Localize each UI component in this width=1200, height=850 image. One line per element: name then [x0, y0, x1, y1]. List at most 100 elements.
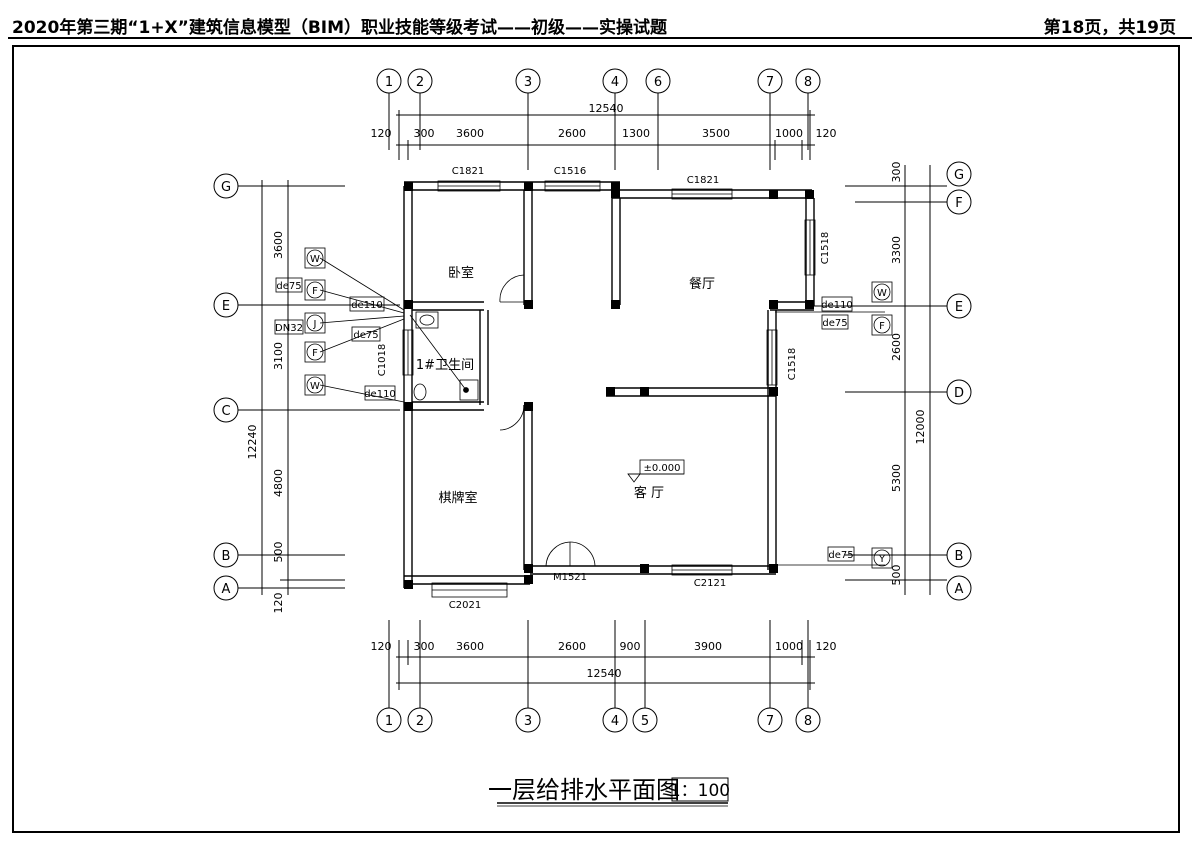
dim-right-total: 12000	[914, 410, 927, 445]
dim-bottom-5: 900	[620, 640, 641, 653]
header-rule	[8, 37, 1192, 39]
walls	[403, 181, 815, 588]
dim-top-4: 2600	[558, 127, 586, 140]
dim-left-5: 120	[272, 593, 285, 614]
dim-top-1: 120	[371, 127, 392, 140]
axis-label-right-g: G	[954, 168, 964, 183]
dim-top-total: 12540	[589, 102, 624, 115]
axis-label-right-d: D	[954, 386, 964, 401]
axis-label-bottom-1: 1	[385, 714, 393, 729]
door-m1521: M1521	[553, 572, 587, 583]
axis-label-right-b: B	[955, 549, 964, 564]
windows	[402, 180, 816, 598]
dim-left-4: 500	[272, 542, 285, 563]
pipe-tag-w1: W	[310, 254, 320, 265]
level-value: ±0.000	[643, 463, 680, 474]
dim-top-2: 300	[414, 127, 435, 140]
dim-bottom-8: 120	[816, 640, 837, 653]
axis-label-top-3: 3	[524, 75, 532, 90]
room-dining: 餐厅	[689, 276, 715, 292]
axis-label-bottom-2: 2	[416, 714, 424, 729]
dim-bottom-2: 300	[414, 640, 435, 653]
pipe-label-de75-b: de75	[353, 330, 378, 341]
axis-label-top-6: 6	[654, 75, 662, 90]
dim-top-6: 3500	[702, 127, 730, 140]
axis-label-right-e: E	[955, 300, 963, 315]
pipe-tag-w2: W	[310, 381, 320, 392]
dim-bottom-1: 120	[371, 640, 392, 653]
axis-label-top-7: 7	[766, 75, 774, 90]
pipe-label-right-de110: de110	[821, 300, 853, 311]
pipe-tag-f2: F	[312, 348, 318, 359]
drawing-title: 一层给排水平面图	[488, 776, 680, 804]
window-c1516-top: C1516	[554, 166, 586, 177]
axis-label-top-8: 8	[804, 75, 812, 90]
pipe-label-de75-a: de75	[276, 281, 301, 292]
window-c2021: C2021	[449, 600, 481, 611]
dim-left-2: 3100	[272, 342, 285, 370]
axis-label-top-2: 2	[416, 75, 424, 90]
columns	[404, 182, 814, 589]
window-c1518-east: C1518	[820, 232, 831, 264]
dim-right-5: 500	[890, 565, 903, 586]
dim-right-4: 5300	[890, 464, 903, 492]
pipe-label-right-de75: de75	[822, 318, 847, 329]
dim-left-3: 4800	[272, 469, 285, 497]
window-c2121: C2121	[694, 578, 726, 589]
room-bathroom: 1#卫生间	[416, 358, 474, 373]
exam-title: 2020年第三期“1+X”建筑信息模型（BIM）职业技能等级考试——初级——实操…	[12, 18, 668, 38]
axis-label-bottom-4: 4	[611, 714, 619, 729]
room-chess: 棋牌室	[438, 490, 477, 506]
dim-bottom-4: 2600	[558, 640, 586, 653]
dim-top-5: 1300	[622, 127, 650, 140]
dim-left-total: 12240	[246, 425, 259, 460]
axis-label-left-e: E	[222, 299, 230, 314]
axis-label-bottom-5: 5	[641, 714, 649, 729]
dim-bottom-7: 1000	[775, 640, 803, 653]
pipe-tag-f1: F	[312, 286, 318, 297]
pipe-label-de110-a: de110	[351, 300, 383, 311]
dim-right-1: 300	[890, 162, 903, 183]
dim-right-3: 2600	[890, 333, 903, 361]
axis-label-bottom-7: 7	[766, 714, 774, 729]
level-mark	[627, 459, 685, 483]
axis-label-left-g: G	[221, 180, 231, 195]
axis-label-left-b: B	[222, 549, 231, 564]
dim-top-8: 120	[816, 127, 837, 140]
pipe-tag-right-f: F	[879, 321, 885, 332]
window-c1821-top: C1821	[452, 166, 484, 177]
bath-fixtures	[409, 311, 479, 401]
drawing-frame	[12, 45, 1180, 833]
pipe-tag-right-w: W	[877, 288, 887, 299]
pipe-label-dn32: DN32	[275, 323, 303, 334]
pipe-label-de110-b: de110	[364, 389, 396, 400]
axis-label-top-1: 1	[385, 75, 393, 90]
axis-bubbles-left	[213, 173, 400, 601]
pipe-label-right-de75-b: de75	[828, 550, 853, 561]
axis-label-bottom-8: 8	[804, 714, 812, 729]
room-bedroom: 卧室	[448, 265, 474, 281]
window-c1018: C1018	[377, 344, 388, 376]
dim-bottom-6: 3900	[694, 640, 722, 653]
drawing-scale: 1：100	[670, 781, 730, 801]
axis-label-right-f: F	[955, 196, 962, 211]
axis-label-top-4: 4	[611, 75, 619, 90]
axis-label-bottom-3: 3	[524, 714, 532, 729]
doors	[499, 274, 596, 567]
axis-label-left-a: A	[222, 582, 231, 597]
pipes-left	[274, 247, 405, 403]
dim-right-2: 3300	[890, 236, 903, 264]
axis-bubbles-top	[376, 68, 821, 170]
page-info: 第18页，共19页	[1043, 18, 1176, 38]
window-c1821-dining: C1821	[687, 175, 719, 186]
dim-left-1: 3600	[272, 231, 285, 259]
pipe-tag-j: J	[313, 319, 317, 330]
dim-top-7: 1000	[775, 127, 803, 140]
pipes-right	[775, 281, 893, 569]
axis-label-left-c: C	[221, 404, 230, 419]
axis-bubbles-right	[810, 161, 972, 601]
pipe-tag-right-y: Y	[878, 554, 886, 565]
axis-bubbles-bottom	[376, 620, 821, 733]
axis-label-right-a: A	[955, 582, 964, 597]
